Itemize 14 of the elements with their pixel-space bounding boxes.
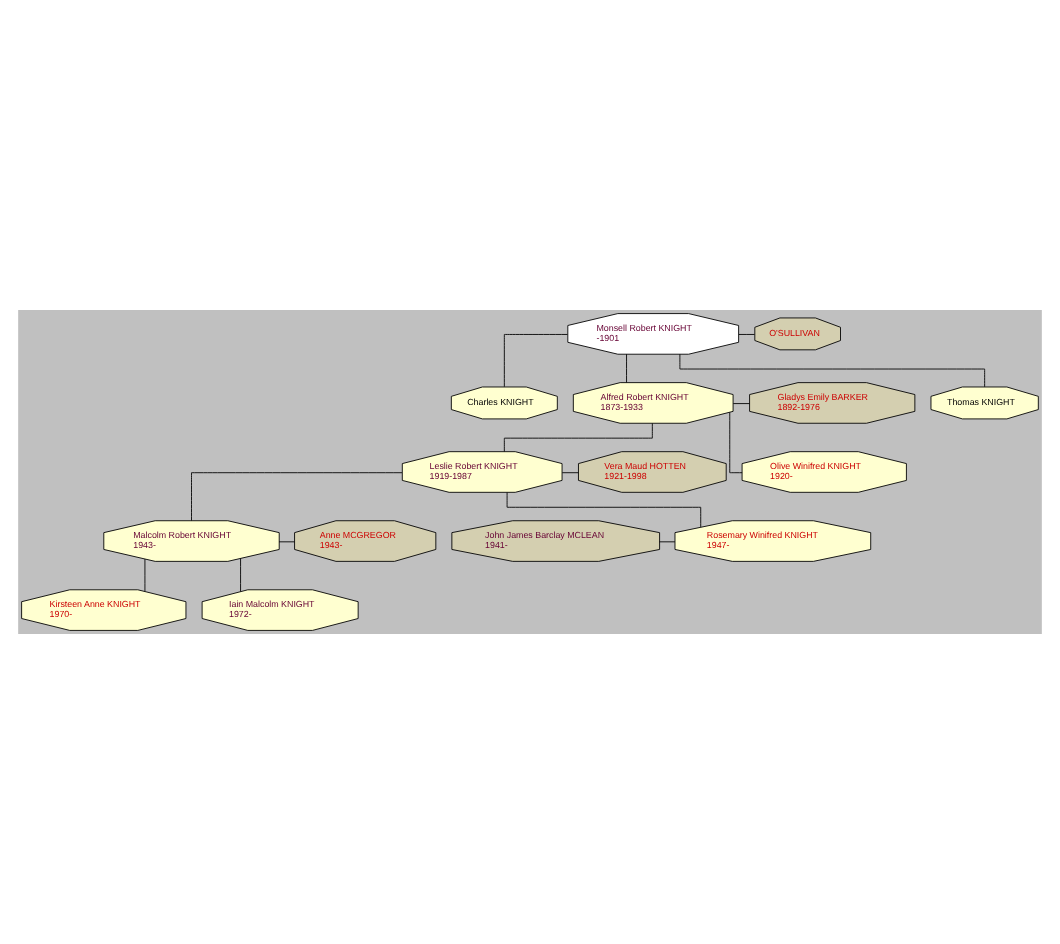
connector	[240, 558, 241, 592]
connector	[191, 472, 403, 521]
connector	[738, 334, 755, 335]
connector	[732, 403, 750, 405]
connector	[278, 541, 295, 543]
connector	[506, 492, 702, 528]
connector	[626, 353, 627, 383]
connector	[561, 472, 579, 474]
connector	[679, 353, 986, 388]
connector	[729, 411, 743, 474]
connector	[503, 422, 653, 452]
connector	[503, 334, 568, 388]
connector	[659, 541, 676, 543]
connector	[144, 558, 146, 592]
